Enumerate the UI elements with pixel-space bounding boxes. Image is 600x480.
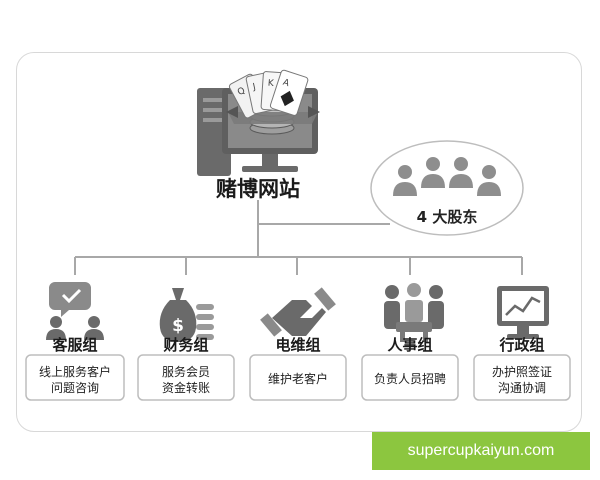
group-desc-line: 办护照签证 bbox=[492, 364, 552, 379]
group-name-hr: 人事组 bbox=[387, 336, 432, 354]
group-box-customer-service: 客服组 线上服务客户 问题咨询 bbox=[25, 336, 125, 401]
group-box-telemaintenance: 电维组 维护老客户 bbox=[249, 336, 347, 401]
shareholders-people-icon bbox=[393, 157, 501, 196]
handshake-icon bbox=[260, 287, 336, 337]
group-desc-line: 负责人员招聘 bbox=[374, 372, 446, 386]
group-name-telemaintenance: 电维组 bbox=[275, 336, 320, 354]
watermark-banner: supercupkaiyun.com bbox=[372, 432, 590, 470]
team-icon bbox=[384, 283, 444, 342]
card-letter-a: A bbox=[282, 78, 292, 90]
monitor-chart-icon bbox=[497, 286, 549, 339]
money-bag-icon: $ bbox=[159, 288, 214, 342]
shareholders-label: 4 大股东 bbox=[417, 208, 478, 226]
connector-lines bbox=[74, 200, 523, 275]
group-box-hr: 人事组 负责人员招聘 bbox=[361, 336, 459, 401]
group-box-administration: 行政组 办护照签证 沟通协调 bbox=[473, 336, 571, 401]
group-name-customer-service: 客服组 bbox=[51, 336, 97, 354]
card-letter-q: Q bbox=[236, 86, 247, 98]
group-box-finance: 财务组 服务会员 资金转账 bbox=[137, 336, 235, 401]
group-name-administration: 行政组 bbox=[498, 336, 544, 354]
group-desc-line: 资金转账 bbox=[162, 380, 210, 395]
group-desc-line: 沟通协调 bbox=[498, 380, 546, 395]
svg-text:$: $ bbox=[172, 316, 184, 336]
shareholders-bubble: 4 大股东 bbox=[370, 140, 524, 236]
card-letter-j: J bbox=[251, 82, 257, 93]
group-desc-line: 问题咨询 bbox=[51, 380, 99, 395]
watermark-text: supercupkaiyun.com bbox=[407, 442, 555, 459]
hub-title: 赌博网站 bbox=[216, 177, 300, 201]
group-name-finance: 财务组 bbox=[163, 336, 208, 354]
group-desc-line: 服务会员 bbox=[162, 364, 210, 379]
group-desc-line: 维护老客户 bbox=[268, 371, 328, 386]
group-desc-line: 线上服务客户 bbox=[39, 364, 111, 379]
customer-service-icon bbox=[46, 282, 104, 340]
card-letter-k: K bbox=[267, 79, 275, 89]
playing-cards-icon: Q J K A bbox=[228, 69, 309, 119]
